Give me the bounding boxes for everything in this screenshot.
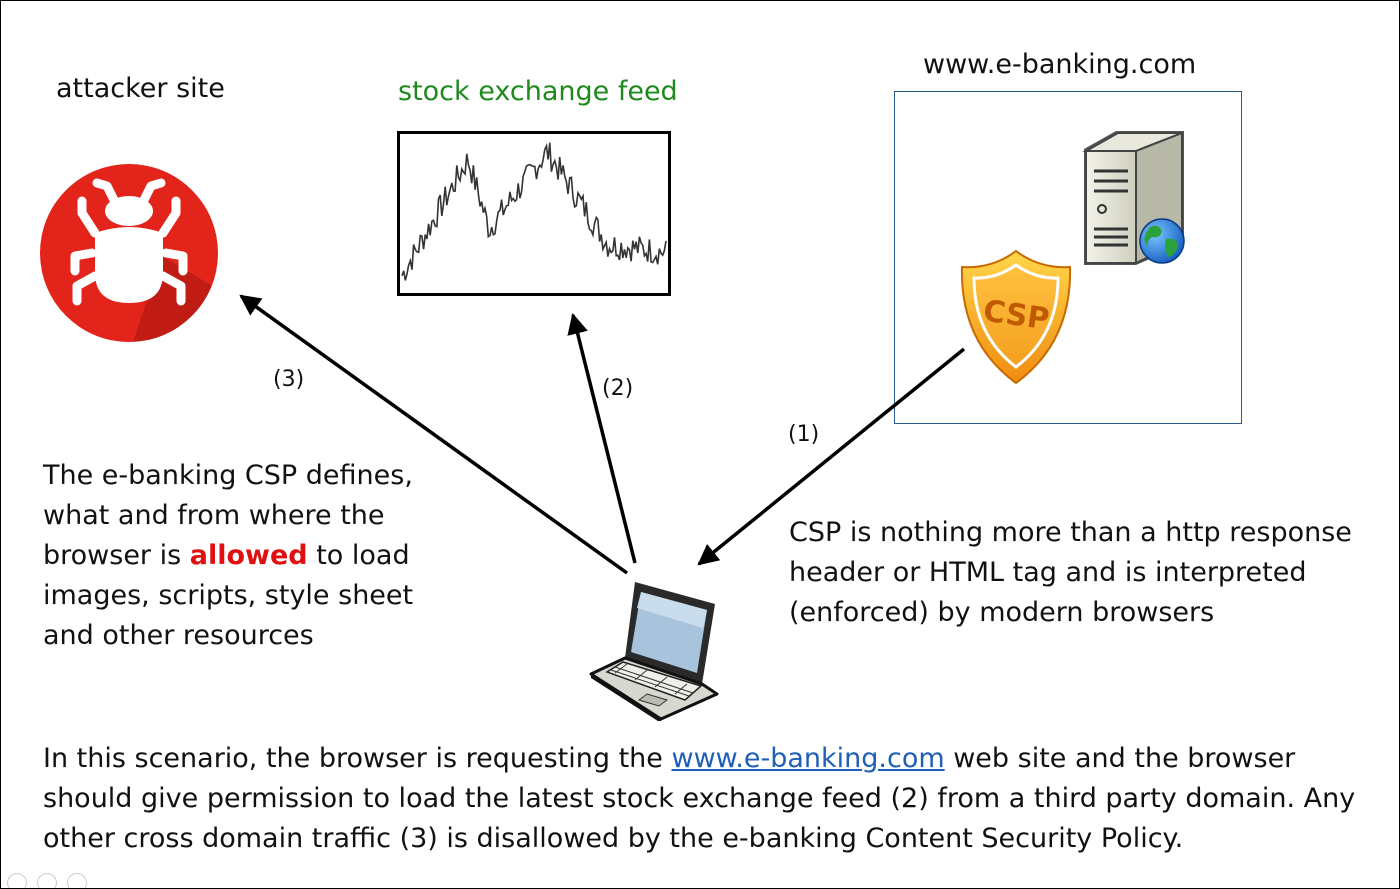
laptop-icon [589, 582, 719, 721]
bank-site-label: www.e-banking.com [923, 49, 1197, 80]
csp-shield-icon: CSP [960, 249, 1072, 385]
watermark-control-3 [67, 873, 87, 888]
bottom-text-before: In this scenario, the browser is request… [43, 743, 672, 774]
server-icon [1082, 131, 1185, 265]
left-description: The e-banking CSP defines, what and from… [43, 456, 443, 656]
bank-site-link[interactable]: www.e-banking.com [671, 743, 945, 774]
watermark-control-1 [7, 873, 27, 888]
arrow-1-label: (1) [788, 422, 820, 447]
bottom-text-after: web site and the browser should give per… [43, 743, 1356, 854]
left-text-after: to load images, scripts, style sheet and… [43, 540, 414, 651]
arrow-1 [697, 347, 966, 566]
bank-site-box [894, 91, 1242, 424]
left-text-before: The e-banking CSP defines, what and from… [43, 460, 413, 571]
watermark-control-2 [37, 873, 57, 888]
bottom-description: In this scenario, the browser is request… [43, 739, 1363, 859]
allowed-highlight: allowed [189, 540, 308, 571]
arrow-2-label: (2) [602, 376, 634, 401]
bug-icon [40, 164, 218, 342]
stock-feed-chart [397, 131, 671, 296]
attacker-site-label: attacker site [56, 73, 225, 104]
arrow-3 [239, 294, 629, 575]
stock-feed-label: stock exchange feed [398, 76, 678, 107]
arrow-2 [567, 312, 637, 564]
arrow-3-label: (3) [273, 367, 305, 392]
right-description: CSP is nothing more than a http response… [789, 517, 1352, 628]
